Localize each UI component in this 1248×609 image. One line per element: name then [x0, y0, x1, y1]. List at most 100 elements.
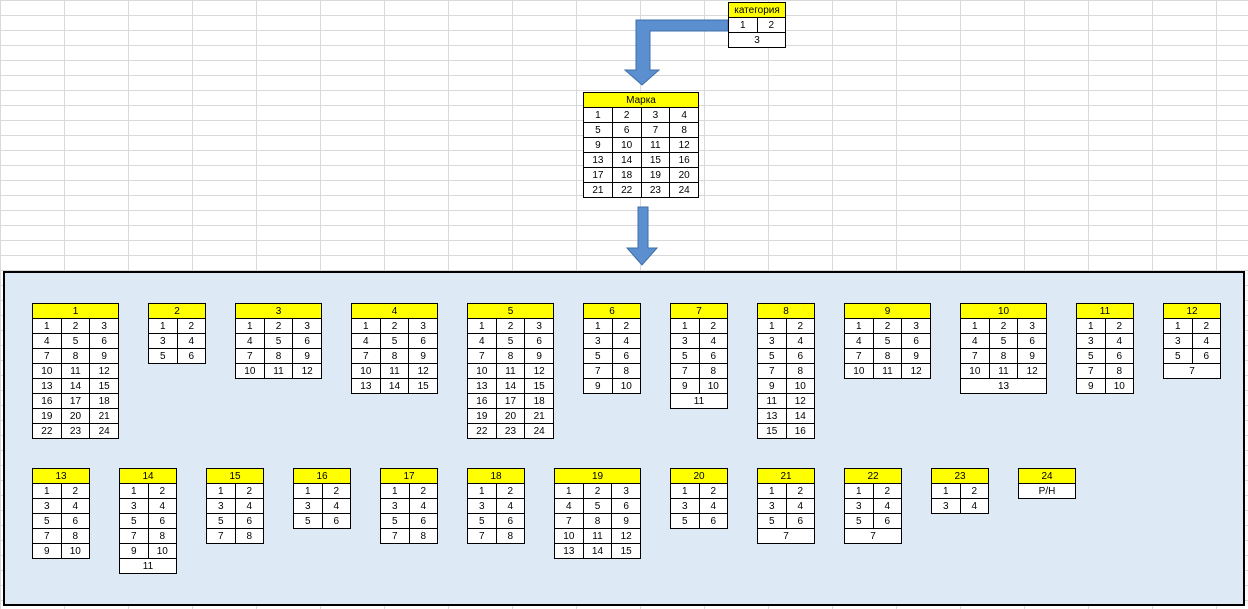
model-cell: 12	[901, 363, 931, 379]
model-cell: 9	[89, 348, 119, 364]
model-cell: 1	[757, 318, 787, 334]
model-cell: 2	[872, 483, 902, 499]
model-cell: 15	[408, 378, 438, 394]
brand-cell: 2	[611, 107, 642, 123]
brand-cell: 15	[640, 152, 671, 168]
model-cell: 7	[32, 528, 62, 544]
model-table-header: 15	[206, 468, 264, 484]
model-table-header: 3	[235, 303, 322, 319]
brand-cell: 17	[583, 167, 613, 183]
model-cell: 15	[757, 423, 787, 439]
model-cell: 2	[321, 483, 351, 499]
model-cell: 4	[1104, 333, 1134, 349]
model-cell: 20	[495, 408, 526, 424]
model-cell: 13	[554, 543, 584, 559]
model-cell: 5	[757, 348, 787, 364]
model-cell: 20	[60, 408, 91, 424]
model-cell: 14	[379, 378, 410, 394]
model-cell: 6	[147, 513, 177, 529]
model-cell: 8	[60, 348, 91, 364]
model-table-header: 1	[32, 303, 119, 319]
model-table-header: 17	[380, 468, 438, 484]
model-cell: 2	[582, 483, 613, 499]
model-cell: 24	[524, 423, 554, 439]
model-cell: 4	[32, 333, 62, 349]
model-cell: 3	[757, 498, 787, 514]
model-cell: 16	[467, 393, 497, 409]
model-cell: 6	[698, 513, 728, 529]
model-table-header: 10	[960, 303, 1047, 319]
model-cell: 4	[408, 498, 438, 514]
model-cell: 7	[583, 363, 613, 379]
model-cell: 2	[495, 318, 526, 334]
model-cell: 13	[351, 378, 381, 394]
model-cell: 9	[901, 348, 931, 364]
model-cell: 6	[292, 333, 322, 349]
model-cell: 10	[60, 543, 90, 559]
model-cell: 5	[1163, 348, 1193, 364]
model-cell: 4	[554, 498, 584, 514]
model-cell: 7	[960, 348, 990, 364]
model-table-footer: Р/Н	[1018, 483, 1076, 499]
model-cell: 6	[495, 513, 525, 529]
model-cell: 5	[148, 348, 178, 364]
model-cell: 5	[988, 333, 1019, 349]
model-cell: 15	[89, 378, 119, 394]
model-cell: 3	[380, 498, 410, 514]
model-cell: 5	[495, 333, 526, 349]
model-cell: 11	[988, 363, 1019, 379]
model-table-header: 23	[931, 468, 989, 484]
model-cell: 11	[495, 363, 526, 379]
model-cell: 9	[757, 378, 787, 394]
model-cell: 3	[757, 333, 787, 349]
model-cell: 11	[582, 528, 613, 544]
brand-cell: 1	[583, 107, 613, 123]
model-cell: 8	[379, 348, 410, 364]
model-cell: 4	[147, 498, 177, 514]
model-cell: 11	[379, 363, 410, 379]
model-cell: 9	[32, 543, 62, 559]
model-cell: 3	[119, 498, 149, 514]
model-cell: 7	[206, 528, 236, 544]
model-cell: 1	[32, 483, 62, 499]
model-cell: 5	[844, 513, 874, 529]
model-cell: 10	[351, 363, 381, 379]
model-cell: 11	[757, 393, 787, 409]
model-cell: 12	[1017, 363, 1047, 379]
model-cell: 4	[234, 498, 264, 514]
model-cell: 8	[234, 528, 264, 544]
model-cell: 18	[524, 393, 554, 409]
model-cell: 3	[931, 498, 961, 514]
model-cell: 5	[467, 513, 497, 529]
model-cell: 4	[351, 333, 381, 349]
